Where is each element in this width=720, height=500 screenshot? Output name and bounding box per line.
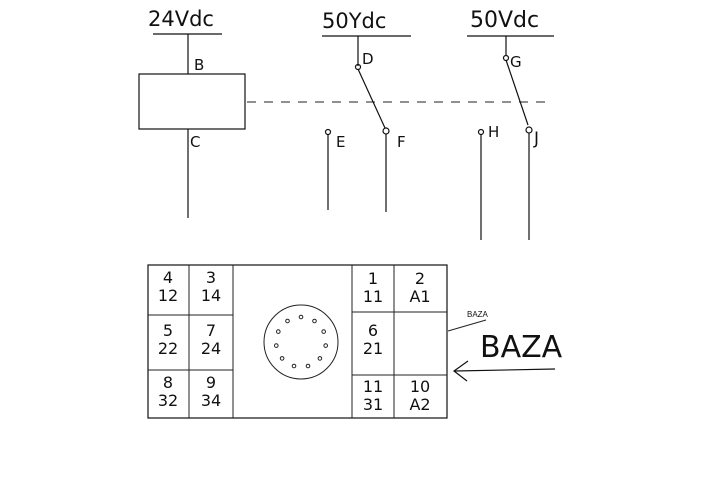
socket-pin [279, 356, 285, 361]
supply-label-50vdc: 50Vdc [470, 8, 539, 33]
contact-1-nc-terminal [324, 128, 332, 136]
node-label-f: F [397, 133, 406, 151]
base-outline [147, 264, 448, 419]
node-label-h: H [488, 123, 499, 141]
contact-set-2: 50Vdc G H J [467, 8, 554, 240]
baza-small-label: BAZA [467, 310, 489, 319]
node-label-e: E [336, 133, 345, 151]
contact-2-nc-terminal [477, 128, 485, 136]
socket-pin [317, 356, 323, 361]
contact-1-switch-arm [357, 68, 386, 129]
baza-arrow-shaft [454, 368, 556, 372]
socket-pin [323, 343, 329, 348]
relay-coil-box [138, 73, 246, 130]
supply-label-24vdc: 24Vdc [148, 7, 214, 31]
node-label-j: J [533, 129, 539, 149]
contact-2-pivot [502, 54, 510, 62]
socket-pins [274, 314, 329, 369]
contact-set-1: 50Ydc D E F [322, 9, 411, 212]
contact-2-no-terminal [525, 126, 533, 134]
node-label-d: D [362, 50, 374, 68]
baza-large-label: BAZA [480, 330, 563, 365]
contact-2-switch-arm [505, 59, 529, 126]
node-label-c: C [190, 133, 200, 151]
socket-pin [305, 363, 311, 369]
socket-pin [274, 343, 279, 348]
socket-pin [312, 318, 317, 324]
socket-pin [276, 329, 281, 334]
contact-1-no-terminal [382, 127, 390, 135]
socket-pin [285, 318, 290, 324]
node-label-g: G [510, 53, 522, 71]
supply-label-50ydc: 50Ydc [322, 9, 386, 33]
relay-coil-group: 24Vdc B C [138, 7, 246, 218]
baza-callout: BAZA BAZA [447, 310, 563, 382]
node-label-b: B [194, 56, 204, 74]
socket-circle [263, 304, 339, 380]
socket-pin [298, 314, 304, 320]
baza-leader-line [447, 319, 487, 332]
socket-pin [291, 363, 297, 369]
baza-arrow-head [452, 360, 469, 382]
socket-pin [321, 329, 327, 334]
